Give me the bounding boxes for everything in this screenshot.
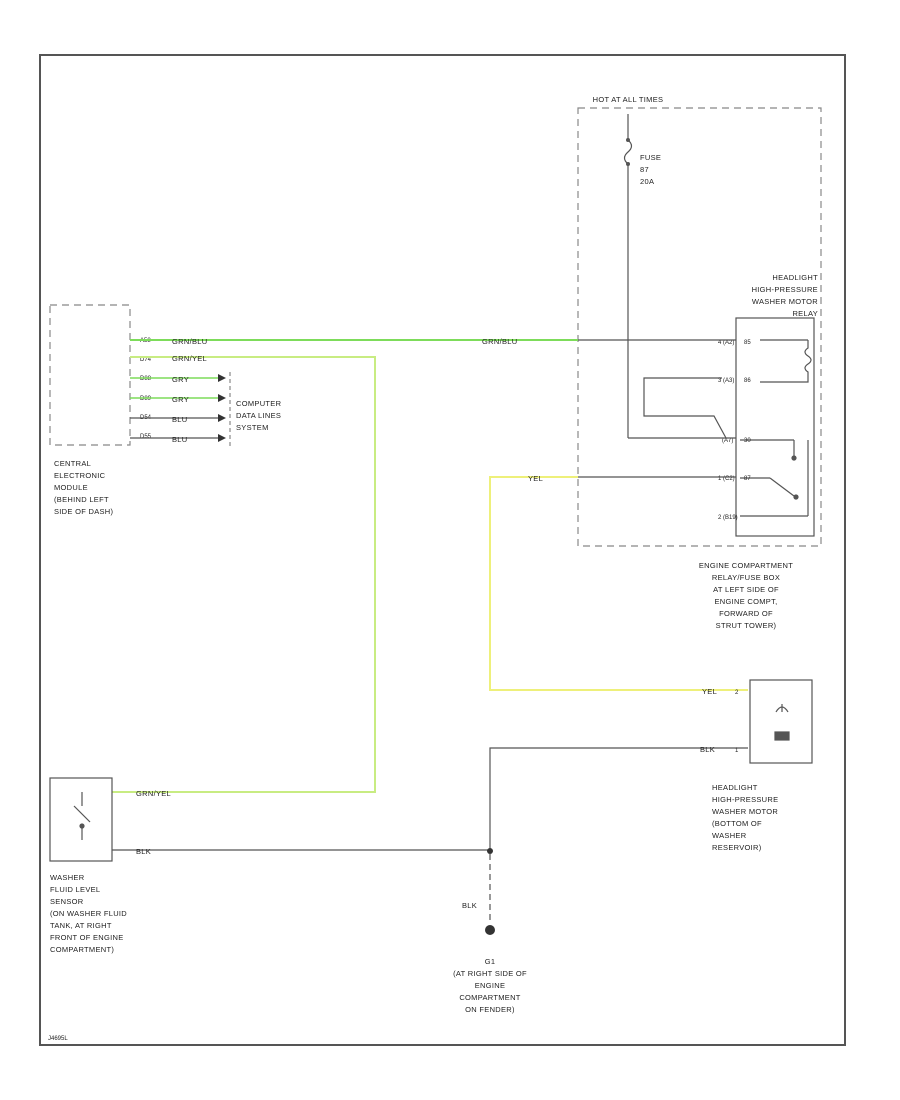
svg-text:FORWARD OF: FORWARD OF bbox=[719, 609, 773, 618]
svg-text:FRONT OF ENGINE: FRONT OF ENGINE bbox=[50, 933, 124, 942]
svg-text:WASHER MOTOR: WASHER MOTOR bbox=[752, 297, 818, 306]
svg-text:RELAY/FUSE BOX: RELAY/FUSE BOX bbox=[712, 573, 780, 582]
svg-text:GRY: GRY bbox=[172, 375, 189, 384]
svg-text:MODULE: MODULE bbox=[54, 483, 88, 492]
wire-yel-label: YEL bbox=[528, 474, 543, 483]
svg-text:BLU: BLU bbox=[172, 435, 188, 444]
motor-label: HEADLIGHT HIGH-PRESSURE WASHER MOTOR (BO… bbox=[712, 783, 778, 852]
svg-text:D88: D88 bbox=[140, 376, 152, 382]
fuse-87: FUSE 87 20A bbox=[623, 114, 661, 438]
svg-text:D74: D74 bbox=[140, 357, 152, 363]
washer-motor-symbol bbox=[774, 704, 790, 741]
wire-yel bbox=[489, 476, 748, 691]
svg-text:AT LEFT SIDE OF: AT LEFT SIDE OF bbox=[713, 585, 779, 594]
cem-label: CENTRAL ELECTRONIC MODULE (BEHIND LEFT S… bbox=[54, 459, 114, 516]
ground-splice bbox=[487, 848, 493, 854]
svg-text:D89: D89 bbox=[140, 396, 152, 402]
relay-internals bbox=[643, 339, 812, 517]
relay-pin-label: 4 (A2) bbox=[718, 340, 734, 346]
svg-text:RELAY: RELAY bbox=[792, 309, 818, 318]
svg-text:ENGINE COMPARTMENT: ENGINE COMPARTMENT bbox=[699, 561, 793, 570]
svg-text:ELECTRONIC: ELECTRONIC bbox=[54, 471, 106, 480]
relay-box-label: ENGINE COMPARTMENT RELAY/FUSE BOX AT LEF… bbox=[699, 561, 793, 630]
svg-text:D55: D55 bbox=[140, 434, 152, 440]
sensor-wire-label: GRN/YEL bbox=[136, 789, 171, 798]
relay-pin-85: 85 bbox=[744, 340, 751, 346]
relay-pin-label: 2 (B19) bbox=[718, 515, 738, 521]
motor-pin-1: 1 bbox=[735, 748, 739, 754]
svg-text:RESERVOIR): RESERVOIR) bbox=[712, 843, 762, 852]
svg-text:ON FENDER): ON FENDER) bbox=[465, 1005, 515, 1014]
svg-text:SIDE OF DASH): SIDE OF DASH) bbox=[54, 507, 114, 516]
ground-symbol bbox=[485, 925, 495, 935]
svg-text:WASHER MOTOR: WASHER MOTOR bbox=[712, 807, 778, 816]
svg-text:COMPUTER: COMPUTER bbox=[236, 399, 282, 408]
data-line-wire-labels: GRY GRY BLU BLU bbox=[172, 375, 189, 444]
cem-pins: A58 D74 D88 D89 D54 D55 bbox=[140, 338, 152, 440]
relay-pins: 4 (A2) 85 3 (A3) 86 (A7) 30 1 (C2) 87 2 … bbox=[718, 340, 751, 521]
svg-text:HEADLIGHT: HEADLIGHT bbox=[772, 273, 818, 282]
washer-motor bbox=[749, 679, 813, 764]
svg-text:STRUT TOWER): STRUT TOWER) bbox=[716, 621, 777, 630]
svg-text:(BEHIND LEFT: (BEHIND LEFT bbox=[54, 495, 109, 504]
fuse-label: FUSE bbox=[640, 153, 661, 162]
svg-text:(AT RIGHT SIDE OF: (AT RIGHT SIDE OF bbox=[453, 969, 527, 978]
svg-text:WASHER: WASHER bbox=[712, 831, 747, 840]
svg-text:(BOTTOM OF: (BOTTOM OF bbox=[712, 819, 762, 828]
svg-text:BLU: BLU bbox=[172, 415, 188, 424]
wire-yel-motor-label: YEL bbox=[702, 687, 717, 696]
relay-fuse-box-outline bbox=[577, 107, 822, 547]
relay-pin-label: 3 (A3) bbox=[718, 378, 734, 384]
svg-text:COMPARTMENT: COMPARTMENT bbox=[459, 993, 520, 1002]
wire-grn-blu-label: GRN/BLU bbox=[172, 337, 207, 346]
ground-label: G1 (AT RIGHT SIDE OF ENGINE COMPARTMENT … bbox=[453, 957, 527, 1014]
wire-grn-yel-label: GRN/YEL bbox=[172, 354, 207, 363]
relay-pin-label: (A7) bbox=[722, 438, 733, 444]
svg-text:G1: G1 bbox=[485, 957, 496, 966]
svg-text:GRY: GRY bbox=[172, 395, 189, 404]
sensor-symbol bbox=[73, 792, 91, 840]
data-lines-label: COMPUTER DATA LINES SYSTEM bbox=[236, 399, 282, 432]
svg-text:(ON WASHER FLUID: (ON WASHER FLUID bbox=[50, 909, 127, 918]
data-line-wires bbox=[130, 374, 226, 442]
relay-pin-87: 87 bbox=[744, 476, 751, 482]
relay-body bbox=[735, 317, 815, 537]
relay-pin-label: 1 (C2) bbox=[718, 476, 735, 482]
svg-text:CENTRAL: CENTRAL bbox=[54, 459, 91, 468]
ground-wire-label: BLK bbox=[462, 901, 477, 910]
svg-text:SYSTEM: SYSTEM bbox=[236, 423, 269, 432]
svg-text:FLUID LEVEL: FLUID LEVEL bbox=[50, 885, 100, 894]
fuse-number: 87 bbox=[640, 165, 649, 174]
wire-grn-blu-label-right: GRN/BLU bbox=[482, 337, 517, 346]
relay-label: HEADLIGHT HIGH-PRESSURE WASHER MOTOR REL… bbox=[752, 273, 818, 318]
svg-text:HEADLIGHT: HEADLIGHT bbox=[712, 783, 758, 792]
svg-text:COMPARTMENT): COMPARTMENT) bbox=[50, 945, 114, 954]
fuse-rating: 20A bbox=[640, 177, 654, 186]
diagram-border bbox=[39, 54, 846, 1046]
footer-code: J4695L bbox=[48, 1036, 68, 1042]
svg-text:WASHER: WASHER bbox=[50, 873, 85, 882]
svg-text:SENSOR: SENSOR bbox=[50, 897, 84, 906]
hot-at-label: HOT AT ALL TIMES bbox=[593, 95, 664, 104]
wire-blk-motor bbox=[489, 747, 748, 852]
svg-text:ENGINE: ENGINE bbox=[475, 981, 506, 990]
motor-pin-2: 2 bbox=[735, 690, 739, 696]
washer-fluid-level-sensor bbox=[49, 777, 113, 862]
svg-text:TANK, AT RIGHT: TANK, AT RIGHT bbox=[50, 921, 112, 930]
relay-pin-30: 30 bbox=[744, 438, 751, 444]
sensor-label: WASHER FLUID LEVEL SENSOR (ON WASHER FLU… bbox=[50, 873, 127, 954]
relay-pin-86: 86 bbox=[744, 378, 751, 384]
svg-text:HIGH-PRESSURE: HIGH-PRESSURE bbox=[752, 285, 818, 294]
wire-blk-motor-label: BLK bbox=[700, 745, 715, 754]
svg-text:DATA LINES: DATA LINES bbox=[236, 411, 281, 420]
sensor-blk-label: BLK bbox=[136, 847, 151, 856]
wire-grn-yel bbox=[112, 356, 376, 793]
svg-text:ENGINE COMPT,: ENGINE COMPT, bbox=[714, 597, 777, 606]
svg-text:HIGH-PRESSURE: HIGH-PRESSURE bbox=[712, 795, 778, 804]
central-electronic-module bbox=[49, 304, 131, 446]
